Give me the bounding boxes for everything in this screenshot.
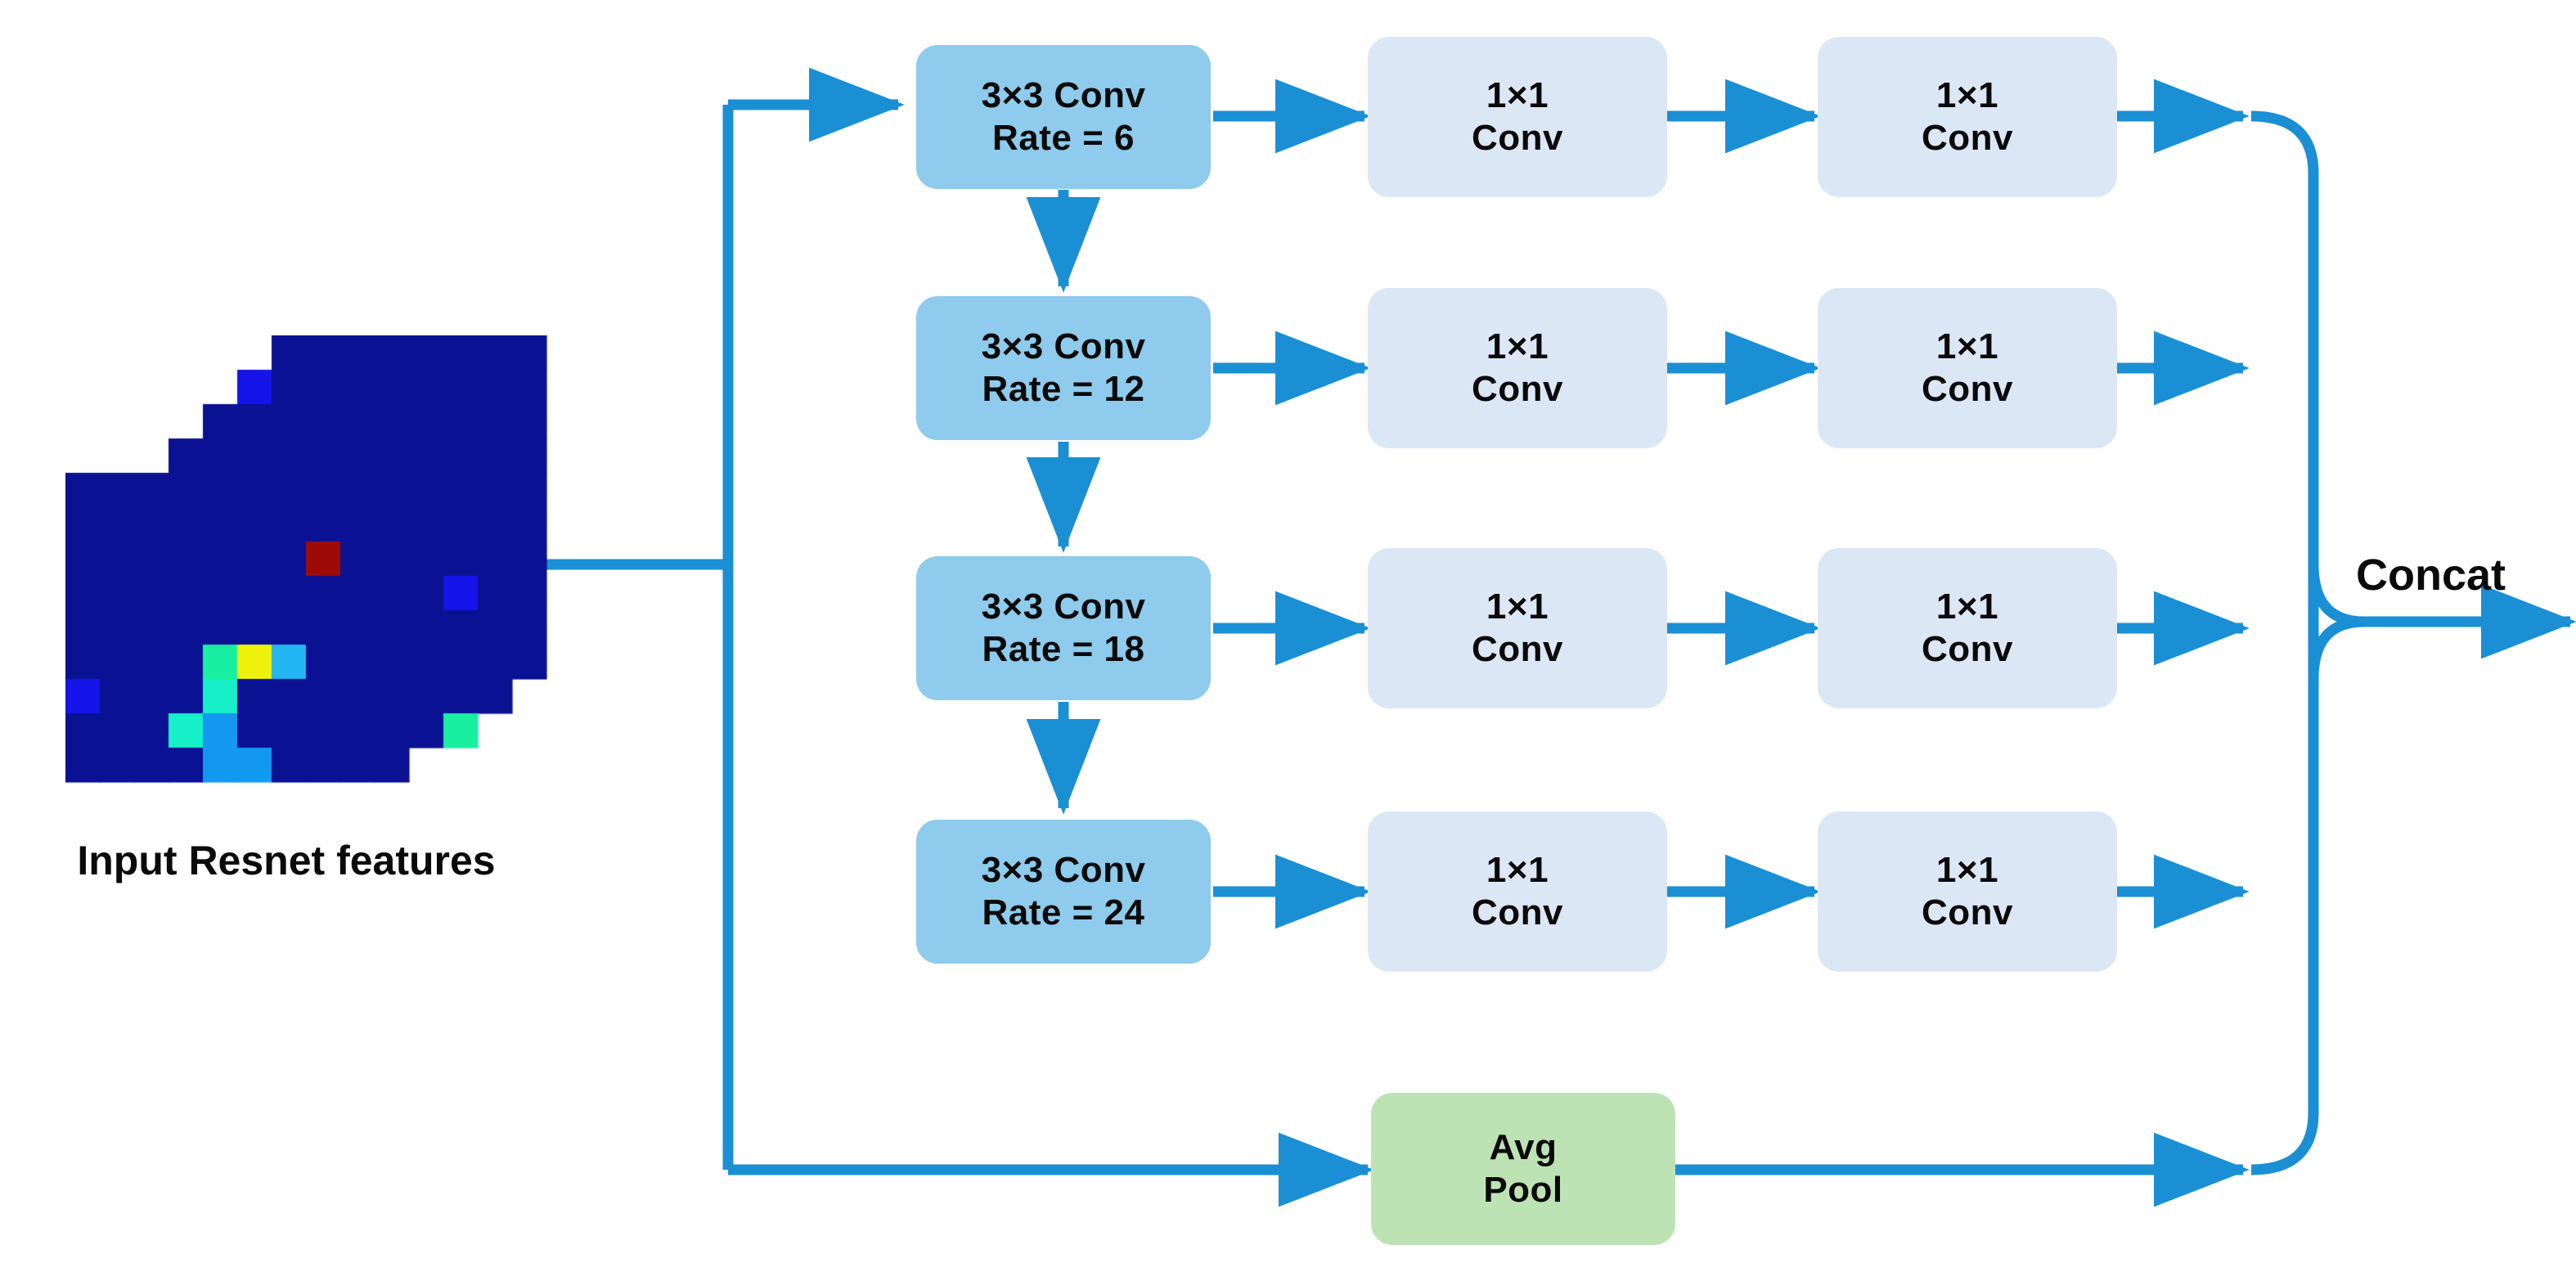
input-caption-line1: Input <box>77 838 178 883</box>
node-conv1a-rate-24-line2: Conv <box>1472 892 1563 933</box>
node-avg-pool-line1: Avg <box>1489 1127 1558 1168</box>
node-conv3-rate-18-line2: Rate = 18 <box>982 629 1145 669</box>
node-conv3-rate-6[interactable]: 3×3 Conv Rate = 6 <box>916 45 1211 189</box>
node-conv3-rate-6-line1: 3×3 Conv <box>981 75 1146 116</box>
node-conv1a-rate-18[interactable]: 1×1 Conv <box>1368 548 1667 708</box>
node-conv1b-rate-12[interactable]: 1×1 Conv <box>1818 288 2117 448</box>
concat-label: Concat <box>2356 551 2506 600</box>
wire-merge-tap-lower <box>2308 616 2365 680</box>
input-feature-map <box>65 335 589 826</box>
node-conv1a-rate-6-line1: 1×1 <box>1486 75 1549 116</box>
node-conv3-rate-24[interactable]: 3×3 Conv Rate = 24 <box>916 820 1211 964</box>
wire-merge-bracket <box>2250 110 2319 1175</box>
node-conv3-rate-24-line1: 3×3 Conv <box>981 850 1146 891</box>
node-conv1b-rate-18-line2: Conv <box>1922 629 2013 669</box>
node-conv1a-rate-6[interactable]: 1×1 Conv <box>1368 37 1667 197</box>
node-conv3-rate-18-line1: 3×3 Conv <box>981 587 1146 627</box>
node-avg-pool-line2: Pool <box>1483 1170 1563 1210</box>
input-caption: Input Resnet features <box>25 834 548 887</box>
node-conv1a-rate-12-line2: Conv <box>1472 369 1563 409</box>
node-conv1a-rate-24-line1: 1×1 <box>1486 850 1549 891</box>
node-conv1b-rate-24-line1: 1×1 <box>1935 850 1999 891</box>
node-conv1b-rate-6-line1: 1×1 <box>1935 75 1999 116</box>
node-conv1b-rate-24-line2: Conv <box>1922 892 2013 933</box>
node-conv1b-rate-6[interactable]: 1×1 Conv <box>1818 37 2117 197</box>
node-conv1a-rate-18-line1: 1×1 <box>1486 587 1549 627</box>
node-conv1a-rate-18-line2: Conv <box>1472 629 1563 669</box>
node-conv1a-rate-24[interactable]: 1×1 Conv <box>1368 811 1667 972</box>
node-conv1b-rate-24[interactable]: 1×1 Conv <box>1818 811 2117 972</box>
input-caption-line2: Resnet features <box>188 838 496 883</box>
node-conv1b-rate-18-line1: 1×1 <box>1935 587 1999 627</box>
node-conv3-rate-12-line1: 3×3 Conv <box>981 326 1146 367</box>
node-conv1a-rate-12[interactable]: 1×1 Conv <box>1368 288 1667 448</box>
node-conv1b-rate-18[interactable]: 1×1 Conv <box>1818 548 2117 708</box>
node-conv1a-rate-6-line2: Conv <box>1472 118 1563 158</box>
node-conv1b-rate-6-line2: Conv <box>1922 118 2013 158</box>
node-conv3-rate-6-line2: Rate = 6 <box>992 118 1135 158</box>
node-conv3-rate-18[interactable]: 3×3 Conv Rate = 18 <box>916 556 1211 700</box>
node-conv3-rate-12-line2: Rate = 12 <box>982 369 1145 409</box>
node-avg-pool[interactable]: Avg Pool <box>1371 1093 1675 1245</box>
node-conv3-rate-24-line2: Rate = 24 <box>982 892 1145 933</box>
node-conv1b-rate-12-line1: 1×1 <box>1935 326 1999 367</box>
node-conv1a-rate-12-line1: 1×1 <box>1486 326 1549 367</box>
node-conv1b-rate-12-line2: Conv <box>1922 369 2013 409</box>
node-conv3-rate-12[interactable]: 3×3 Conv Rate = 12 <box>916 296 1211 440</box>
